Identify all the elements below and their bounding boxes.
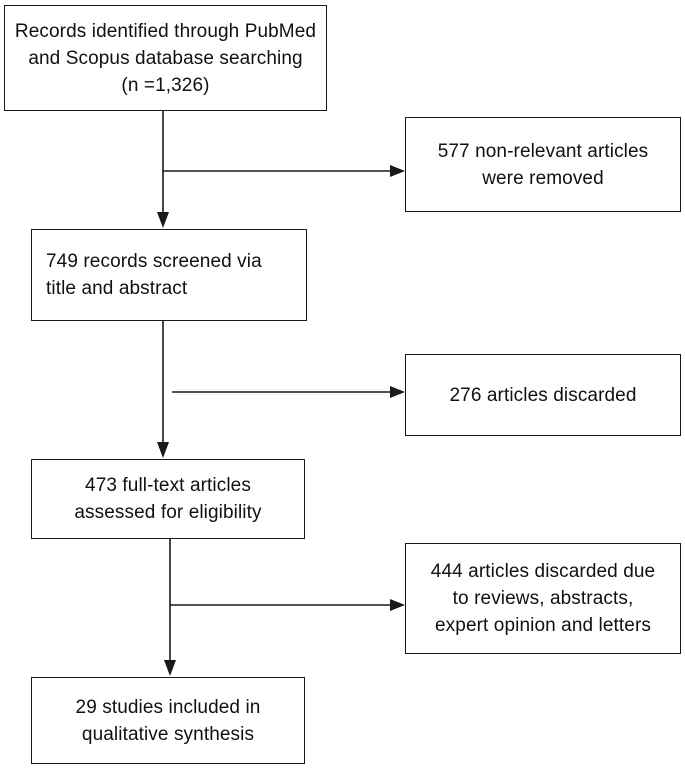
assessed-box-text: 473 full-text articles assessed for elig…: [74, 475, 262, 523]
included-box-text: 29 studies included in qualitative synth…: [75, 696, 261, 745]
screened-box-text: 749 records screened via title and abstr…: [46, 251, 262, 299]
screened-box: 749 records screened via title and abstr…: [31, 229, 307, 321]
discarded-due-box: 444 articles discarded due to reviews, a…: [405, 543, 681, 654]
arrowhead-to-screened: [157, 212, 169, 228]
arrowhead-to-discarded-due: [390, 599, 405, 611]
discarded-box-text: 276 articles discarded: [449, 384, 637, 406]
discarded-due-box-text: 444 articles discarded due to reviews, a…: [430, 561, 656, 636]
arrowhead-to-included: [164, 660, 176, 676]
removed-box-text: 577 non-relevant articles were removed: [437, 140, 649, 189]
included-box: 29 studies included in qualitative synth…: [31, 677, 305, 764]
identified-box-text: Records identified through PubMed and Sc…: [14, 20, 317, 96]
identified-box: Records identified through PubMed and Sc…: [4, 5, 327, 111]
arrowhead-to-assessed: [157, 442, 169, 458]
arrowhead-to-discarded: [390, 386, 405, 398]
discarded-box: 276 articles discarded: [405, 354, 681, 436]
arrowhead-to-removed: [390, 165, 405, 177]
assessed-box: 473 full-text articles assessed for elig…: [31, 459, 305, 539]
removed-box: 577 non-relevant articles were removed: [405, 117, 681, 212]
